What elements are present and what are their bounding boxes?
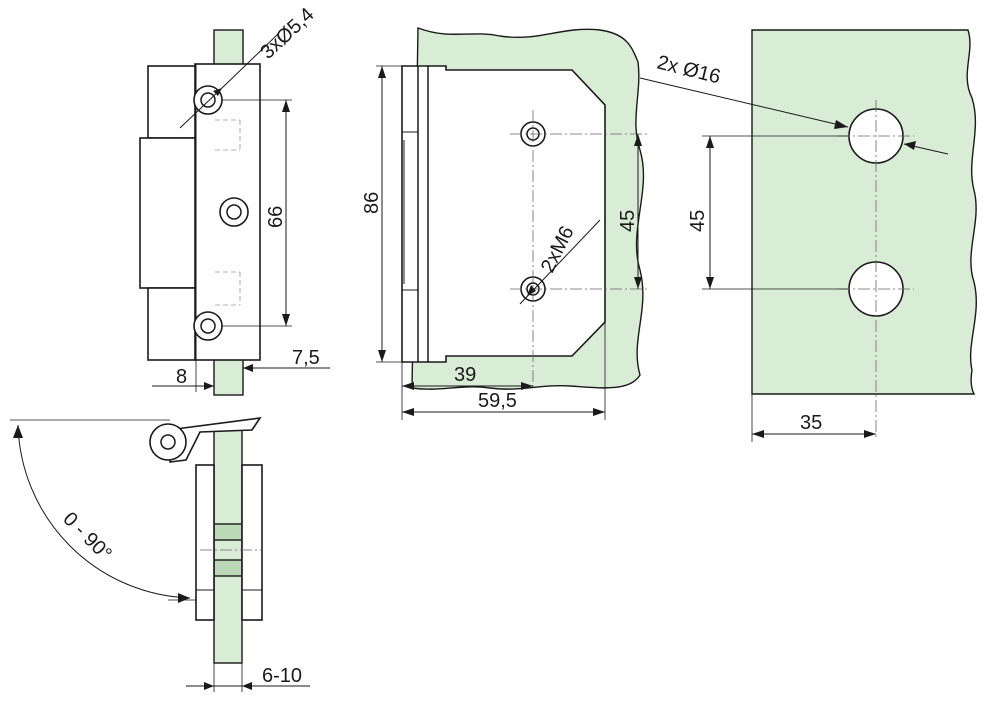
screw-hole-label: 3xØ5,4 — [256, 4, 318, 64]
glass-thickness-label: 6-10 — [262, 665, 302, 687]
offset-7-5-label: 7,5 — [292, 347, 320, 369]
offset-8-label: 8 — [176, 366, 187, 388]
hinge-front-view: 86 2xM6 45 39 59,5 — [361, 26, 650, 420]
hinge-pivot-leaf — [167, 416, 262, 463]
hinge-pivot — [149, 423, 187, 461]
hinge-side-view: 3xØ5,4 66 8 7,5 — [139, 4, 330, 396]
top-clamp-left — [195, 464, 215, 621]
width-59-5-label: 59,5 — [478, 390, 517, 412]
top-clamp-right — [241, 464, 263, 621]
hinge-top-view: 0 - 90° 6-10 — [10, 416, 310, 692]
height-86-label: 86 — [361, 192, 383, 214]
pitch-45-glass-label: 45 — [687, 210, 709, 232]
edge-35-label: 35 — [800, 412, 822, 434]
glass-panel-right — [751, 29, 977, 395]
angle-label: 0 - 90° — [58, 508, 115, 565]
side-screw-hole-bottom — [193, 311, 223, 341]
hinge-knuckle-top — [147, 65, 196, 139]
front-hinge-plate — [401, 65, 606, 363]
hinge-knuckle-middle — [139, 137, 196, 289]
hinge-knuckle-bottom — [147, 287, 196, 361]
glass-holes-label: 2x Ø16 — [655, 52, 723, 89]
top-glass-section — [213, 427, 243, 664]
bolt-pitch-side-label: 66 — [265, 206, 287, 228]
pitch-45-plate-label: 45 — [617, 210, 639, 232]
side-screw-hole-middle — [219, 197, 249, 227]
depth-39-label: 39 — [454, 364, 476, 386]
glass-drilling-view: 2x Ø16 45 35 — [639, 29, 977, 442]
